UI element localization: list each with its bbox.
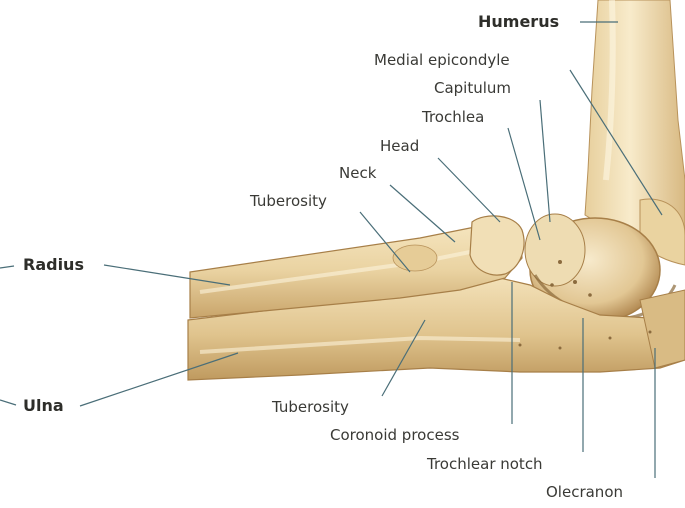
label-ulna: Ulna — [23, 397, 64, 415]
leader-ulna — [80, 353, 238, 406]
label-trochlea: Trochlea — [422, 108, 484, 126]
leader-head — [438, 158, 500, 222]
label-head: Head — [380, 137, 419, 155]
label-radius: Radius — [23, 256, 84, 274]
label-humerus: Humerus — [478, 13, 559, 31]
leader-capitulum — [540, 100, 550, 222]
label-neck: Neck — [339, 164, 376, 182]
leader-neck — [390, 185, 455, 242]
label-trochlear-notch: Trochlear notch — [427, 455, 543, 473]
label-coronoid-process: Coronoid process — [330, 426, 459, 444]
label-capitulum: Capitulum — [434, 79, 511, 97]
label-tuberosity-radius: Tuberosity — [250, 192, 327, 210]
label-tuberosity-ulna: Tuberosity — [272, 398, 349, 416]
leader-ulna-left — [0, 400, 16, 405]
label-olecranon: Olecranon — [546, 483, 623, 501]
label-medial-epicondyle: Medial epicondyle — [374, 51, 510, 69]
leader-radius-left — [0, 266, 14, 268]
